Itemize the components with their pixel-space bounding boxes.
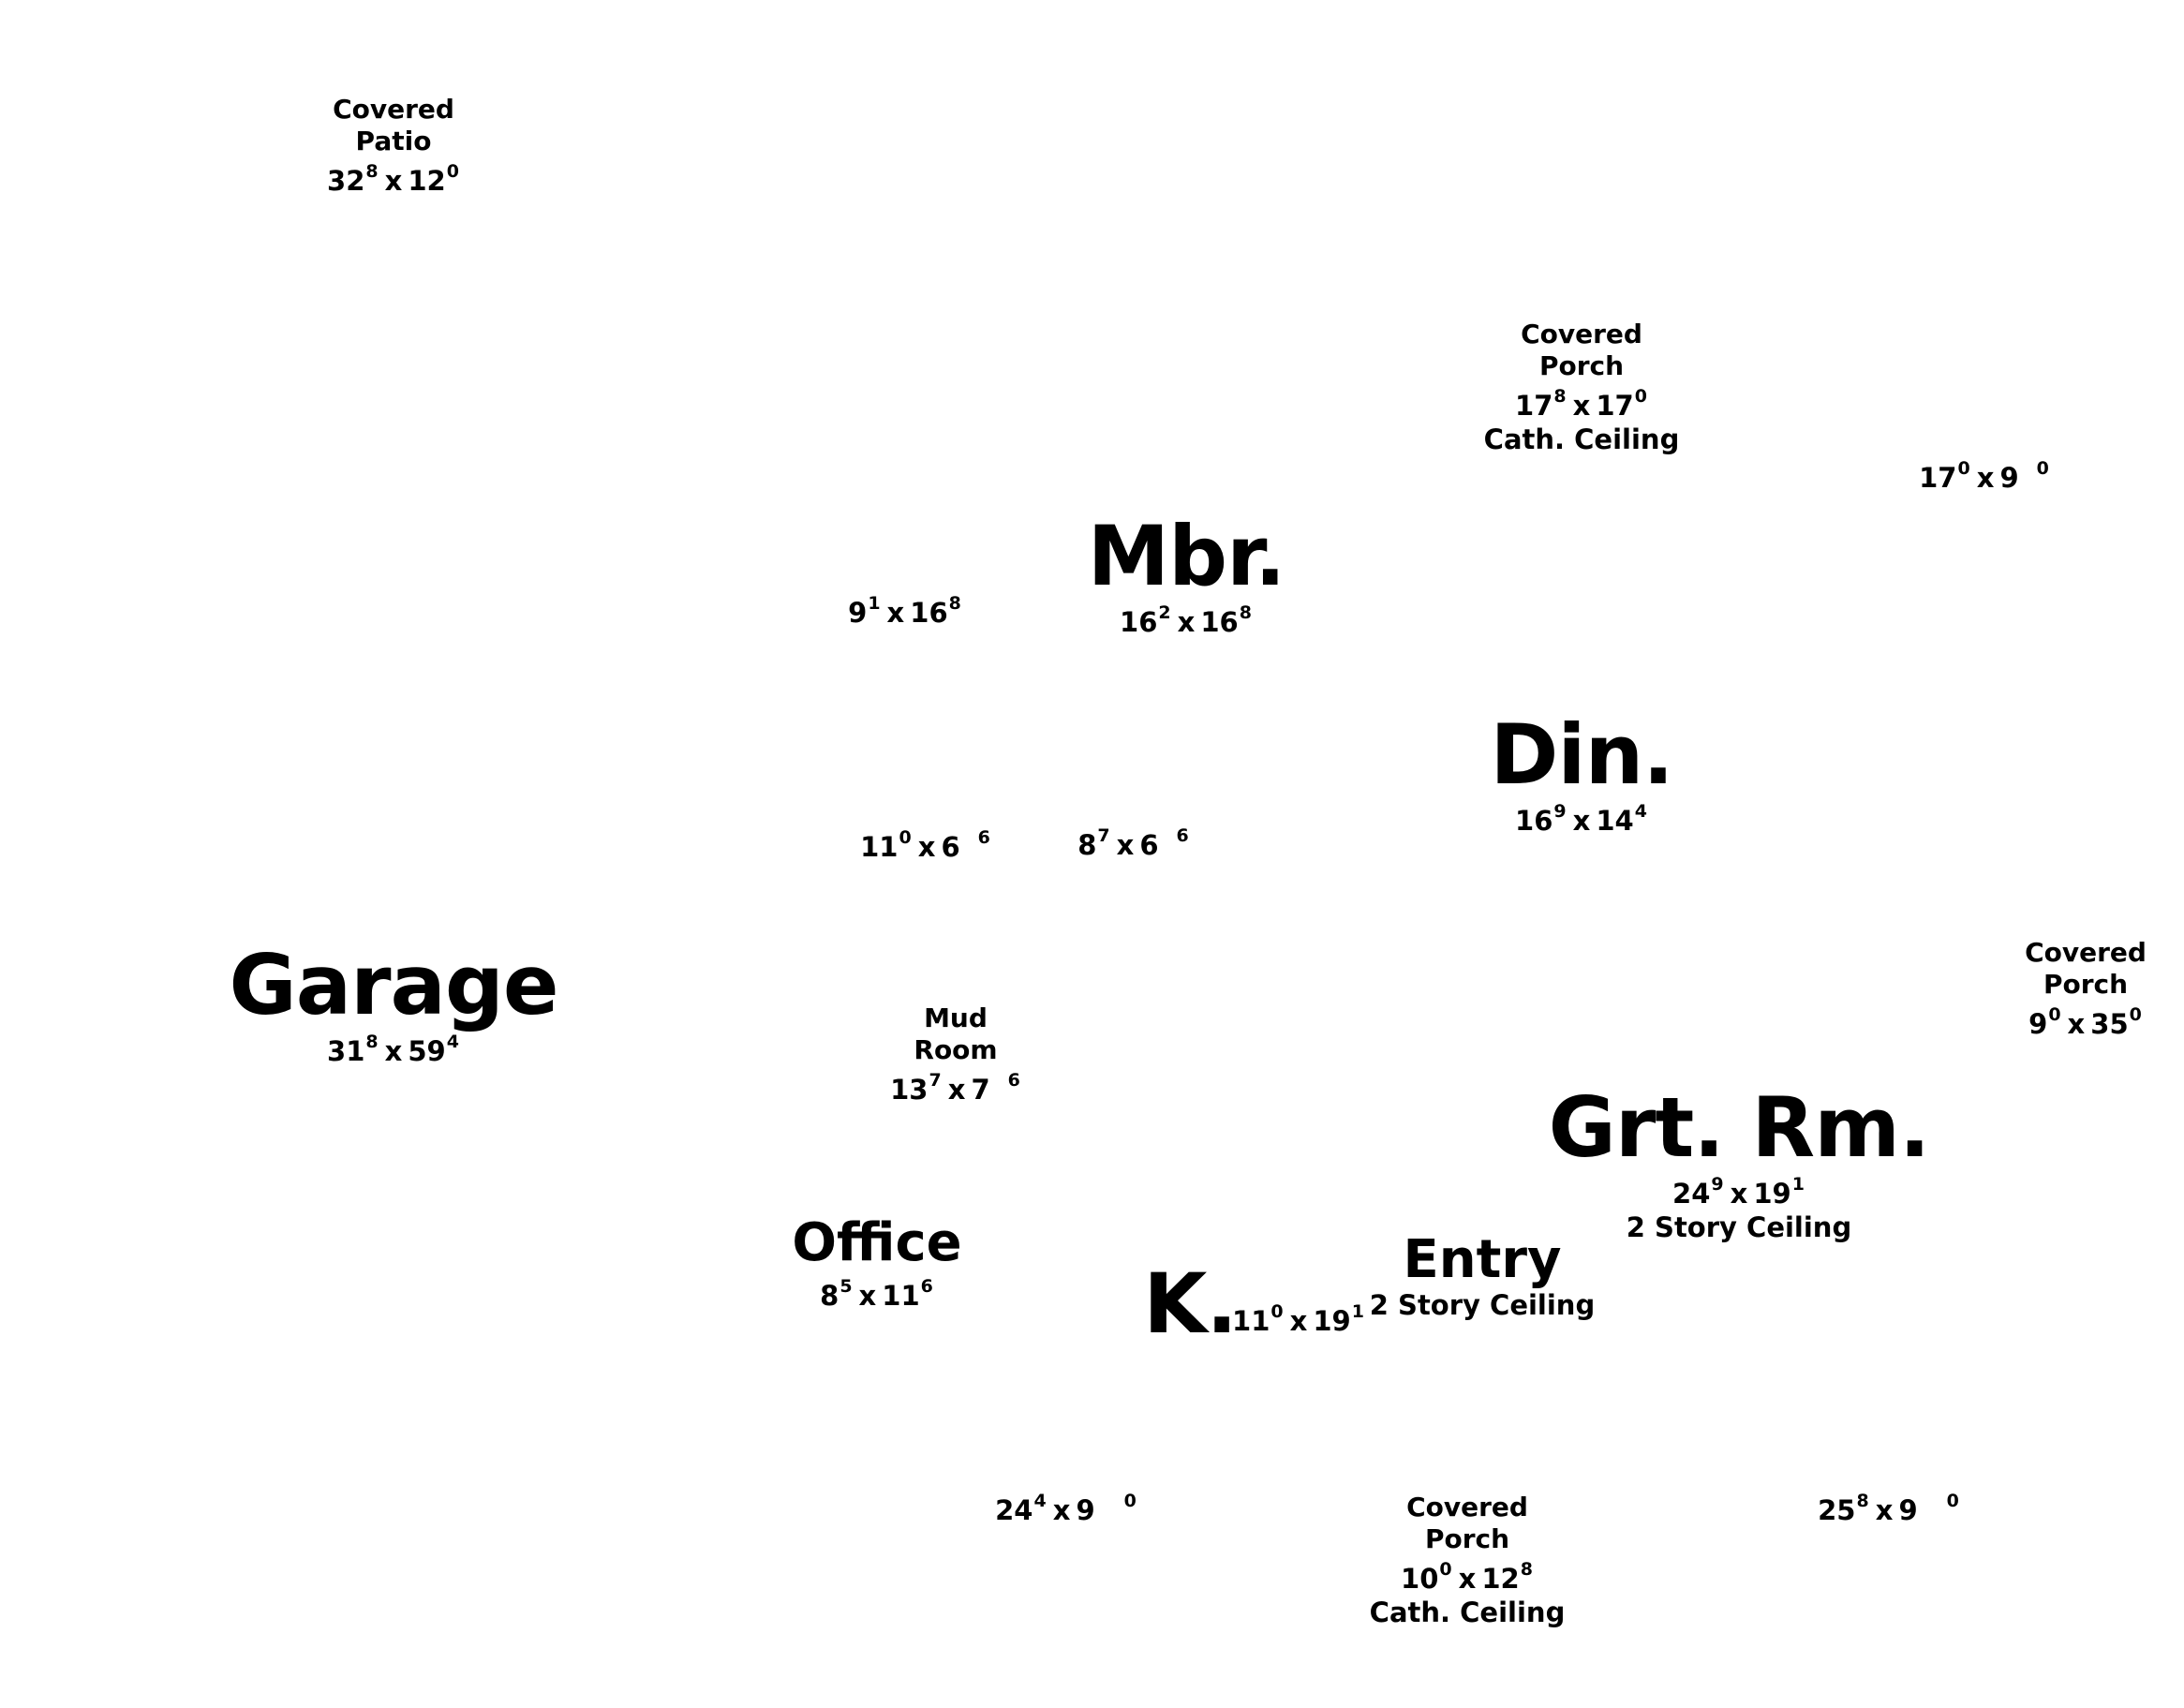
room-name-line1: Covered	[2025, 937, 2147, 968]
room-name-line1: Covered	[333, 94, 454, 125]
room-note: 2 Story Ceiling	[1626, 1211, 1852, 1244]
room-name-line2: Porch	[2043, 968, 2129, 1000]
room-name-line2: Porch	[1538, 349, 1625, 381]
room-note: Cath. Ceiling	[1369, 1597, 1566, 1629]
room-name: Garage	[229, 937, 558, 1033]
room-name-line1: Covered	[1521, 319, 1642, 349]
room-name-line2: Patio	[355, 125, 432, 156]
room-name-line2: Porch	[1424, 1522, 1510, 1554]
room-name: Mbr.	[1087, 508, 1286, 604]
room-name-line1: Covered	[1406, 1492, 1528, 1522]
room-name-line1: Mud	[924, 1003, 988, 1033]
room-entry: Entry 2 Story Ceiling	[1369, 1229, 1596, 1322]
room-name: Grt. Rm.	[1548, 1079, 1931, 1176]
room-name: Din.	[1490, 706, 1673, 803]
room-name: K.	[1143, 1255, 1238, 1352]
room-name: Office	[792, 1212, 962, 1273]
room-note: Cath. Ceiling	[1483, 423, 1680, 456]
room-name: Entry	[1403, 1229, 1562, 1290]
room-note: 2 Story Ceiling	[1369, 1288, 1596, 1321]
room-kitchen: K.	[1143, 1255, 1238, 1352]
room-name-line2: Room	[914, 1033, 998, 1065]
